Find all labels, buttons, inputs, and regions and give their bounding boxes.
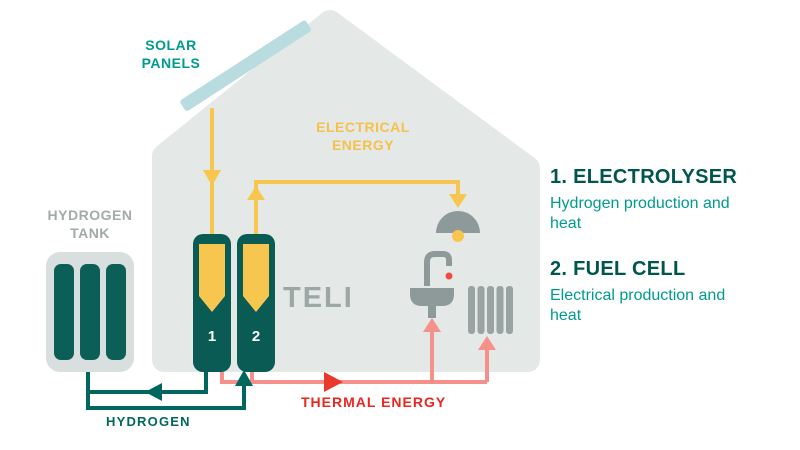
hydrogen-flow-arrows [145,370,253,401]
arrow-up-from-fuel-cell [247,186,265,200]
arrow-up-to-sink [423,318,441,332]
electrical-energy-label: ELECTRICAL ENERGY [316,119,410,154]
legend: 1. ELECTROLYSER Hydrogen production and … [550,166,790,326]
hot-water-drop-icon [445,272,453,280]
arrow-down-to-lamp [449,194,467,208]
thermal-flow-lines [220,330,489,384]
hydrogen-tank-icon [46,252,134,372]
legend-item-fuel-cell: 2. FUEL CELL Electrical production and h… [550,258,790,326]
electrolyser-unit-icon [193,234,231,372]
arrow-up-to-radiator [478,336,496,350]
solar-panels-label: SOLAR PANELS [141,37,201,72]
radiator-icon [468,286,513,334]
electrolyser-number: 1 [207,328,217,345]
arrow-up-to-fuel-cell [235,370,253,386]
fuel-cell-arrow-shape [243,244,269,312]
arrow-down-to-electrolyser [203,170,221,186]
fuel-cell-number: 2 [251,328,261,345]
arrow-right-thermal [324,372,343,392]
electrolyser-title: 1. ELECTROLYSER [550,166,738,188]
device-name-label: TELI [283,282,354,314]
sink-icon [410,251,454,318]
legend-item-electrolyser: 1. ELECTROLYSER Hydrogen production and … [550,166,790,234]
thermal-flow-arrows [324,318,496,392]
fuel-cell-title: 2. FUEL CELL [550,258,686,280]
hydrogen-tank-label: HYDROGEN TANK [47,207,133,242]
lamp-icon [436,211,480,242]
electrical-flow-arrows [203,170,467,208]
fuel-cell-unit-icon [237,234,275,372]
electrolyser-description: Hydrogen production and heat [550,195,730,232]
fuel-cell-description: Electrical production and heat [550,287,726,324]
arrow-left-to-tank [145,383,162,401]
electrolyser-arrow-shape [199,244,225,312]
hydrogen-label: HYDROGEN [106,414,191,429]
thermal-energy-label: THERMAL ENERGY [301,394,447,410]
solar-panel-icon [180,20,311,111]
